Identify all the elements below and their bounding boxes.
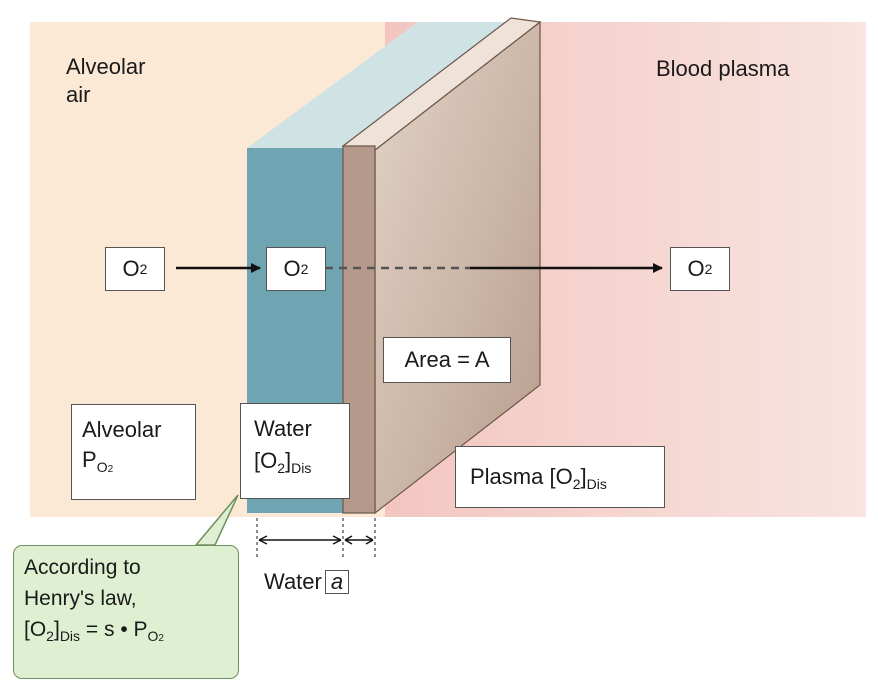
henrys-law-callout: According to Henry's law, [O2]Dis = s • … [13, 545, 239, 679]
formula-bracket: ] [53, 618, 60, 641]
water-o2-dis-box: Water [O2]Dis [240, 403, 350, 499]
plasma-o2-dis-box: Plasma [O2]Dis [455, 446, 665, 508]
area-label-box: Area = A [383, 337, 511, 383]
o2-symbol: O [122, 256, 140, 281]
formula-lhs: [O [24, 618, 47, 641]
blood-plasma-label: Blood plasma [656, 56, 790, 81]
henry-formula: [O2]Dis = s • PO2 [24, 614, 228, 645]
water-conc-bracket: ] [285, 448, 292, 473]
formula-dot: • [114, 618, 134, 641]
water-conc-base: [O [254, 448, 278, 473]
formula-dis: Dis [59, 628, 81, 644]
callout-line2: Henry's law, [24, 587, 137, 610]
o2-symbol: O [687, 256, 705, 281]
formula-p-sub-o: O [147, 628, 159, 644]
water-conc-line1: Water [254, 416, 312, 441]
alveolar-po2-line1: Alveolar [82, 417, 162, 442]
p-symbol: P [82, 447, 97, 472]
thickness-word: Water [264, 569, 322, 594]
area-label: Area = A [404, 347, 490, 372]
p-subscript-o: O [96, 459, 108, 475]
alveolar-air-label: Alveolar air [66, 54, 146, 107]
o2-symbol: O [283, 256, 301, 281]
formula-lhs-o2: 2 [46, 628, 54, 644]
water-conc-o2-sub: 2 [277, 460, 286, 476]
water-conc-dis-sub: Dis [291, 460, 312, 476]
plasma-conc-o2-sub: 2 [572, 476, 581, 492]
formula-p-sub-2: 2 [158, 633, 164, 644]
formula-eq: = s [80, 618, 115, 641]
thickness-symbol: a [324, 570, 350, 594]
formula-p: P [133, 618, 148, 641]
plasma-conc-bracket: ] [580, 464, 587, 489]
alveolar-po2-box: Alveolar PO2 [71, 404, 196, 500]
plasma-conc-base: Plasma [O [470, 464, 573, 489]
callout-line1: According to [24, 556, 141, 579]
plasma-conc-dis-sub: Dis [586, 476, 607, 492]
p-subscript-2: 2 [107, 464, 114, 475]
